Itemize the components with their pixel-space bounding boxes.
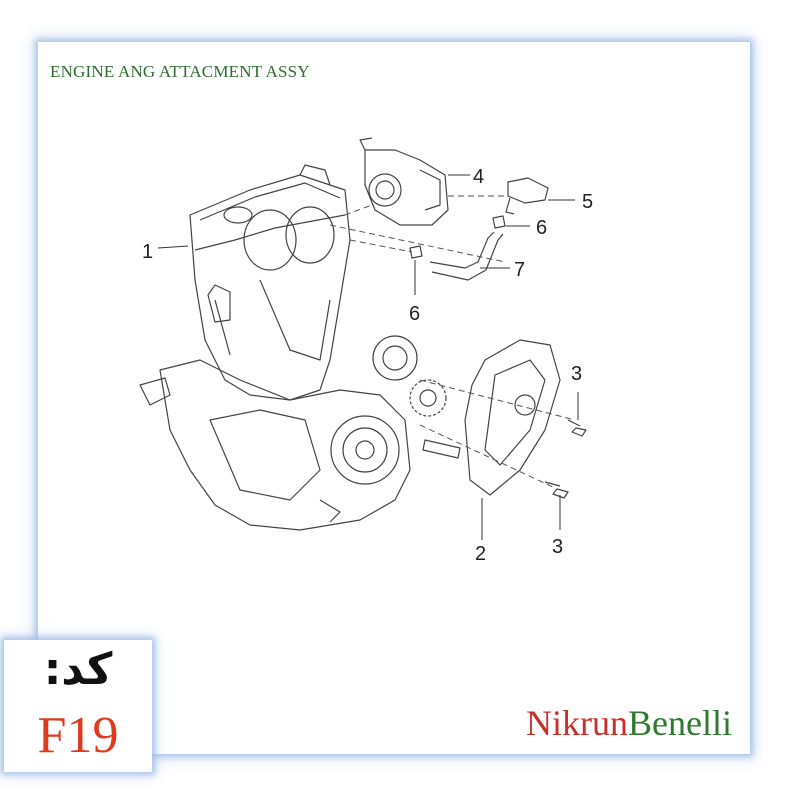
bolt-drawing-lower bbox=[544, 481, 569, 499]
clamp-drawing-lower bbox=[409, 245, 423, 259]
callout-7: 7 bbox=[514, 259, 525, 281]
callout-5: 5 bbox=[582, 191, 593, 213]
callout-2: 2 bbox=[475, 543, 486, 565]
assembly-lines bbox=[329, 195, 576, 489]
sprocket-cover-drawing bbox=[464, 339, 561, 496]
throttle-body-drawing bbox=[359, 137, 449, 226]
sensor-drawing bbox=[505, 177, 549, 215]
bolt-drawing-upper bbox=[567, 419, 587, 437]
product-code-value: F19 bbox=[37, 707, 119, 764]
product-code-label: کد: bbox=[43, 644, 113, 695]
clamp-drawing-upper bbox=[492, 215, 506, 229]
callout-6-lower: 6 bbox=[409, 303, 420, 325]
brand-part-nikrun: Nikrun bbox=[526, 703, 629, 743]
diagram-frame bbox=[38, 42, 750, 754]
callout-6-upper: 6 bbox=[536, 217, 547, 239]
brand-watermark: NikrunBenelli bbox=[526, 702, 732, 744]
diagram-title: ENGINE ANG ATTACMENT ASSY bbox=[50, 62, 310, 81]
callout-3-upper: 3 bbox=[571, 363, 582, 385]
leader-lines bbox=[157, 174, 579, 540]
callout-4: 4 bbox=[473, 166, 484, 188]
hose-drawing bbox=[429, 231, 504, 281]
shaft-stud-drawing bbox=[422, 439, 461, 459]
brand-part-benelli: Benelli bbox=[628, 703, 732, 743]
callout-1: 1 bbox=[142, 241, 153, 263]
engine-assembly-drawing bbox=[139, 164, 447, 531]
callout-3-lower: 3 bbox=[552, 536, 563, 558]
product-code-box: کد: F19 bbox=[4, 640, 152, 772]
